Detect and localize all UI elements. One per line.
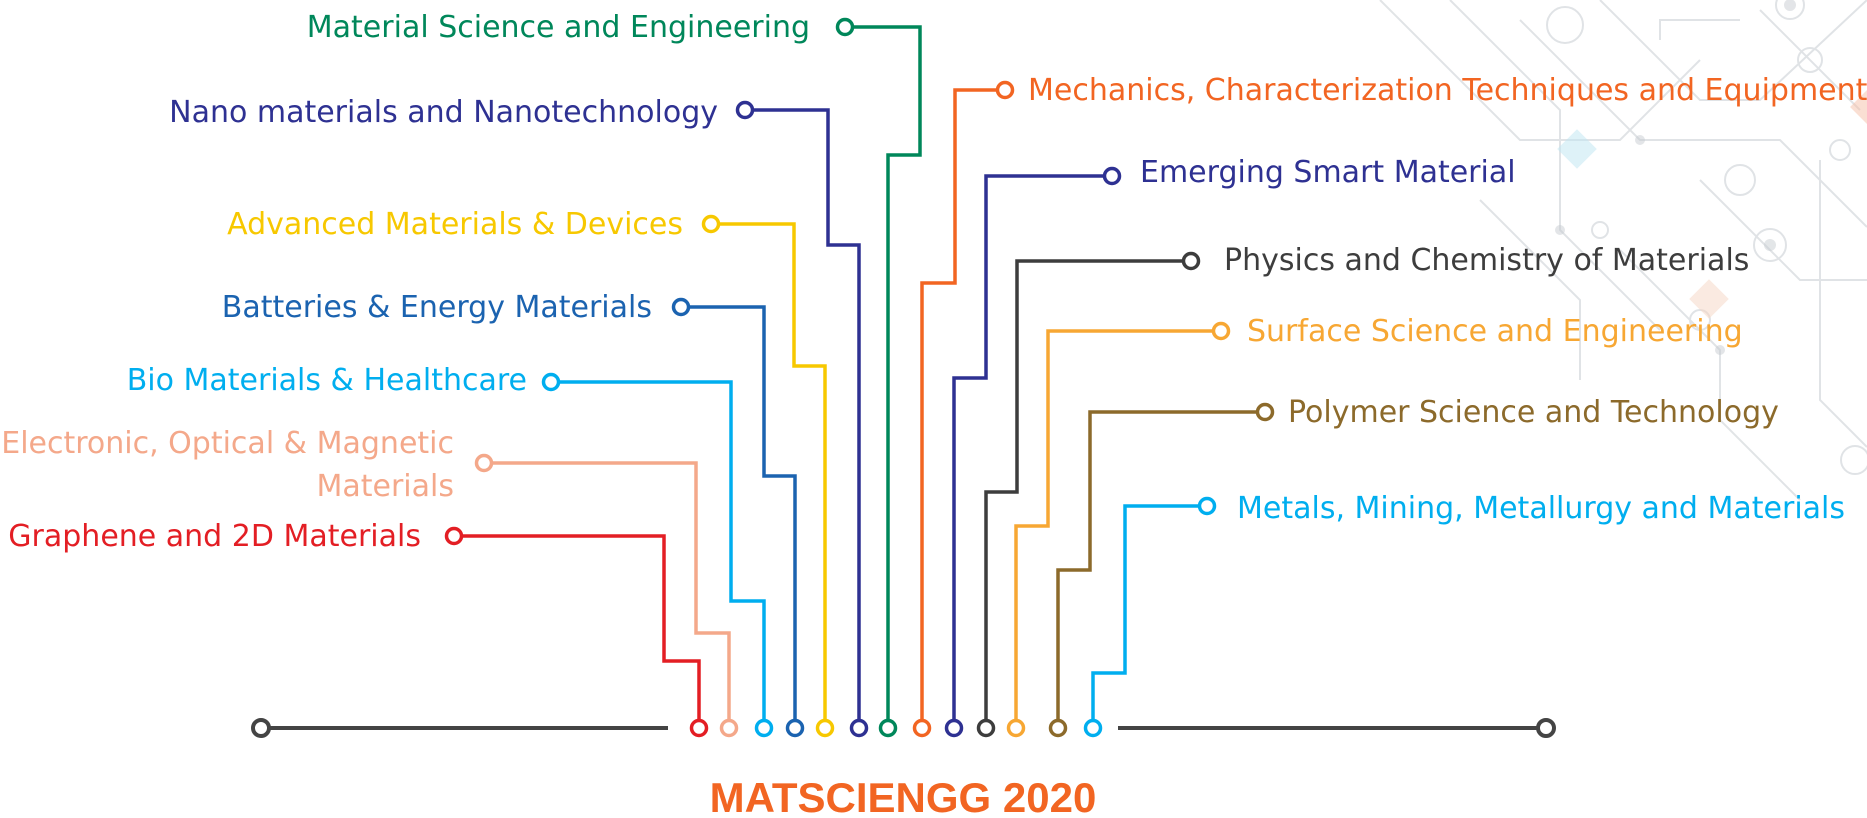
baseline-node-bio-materials: [754, 718, 774, 738]
topic-label-graphene: Graphene and 2D Materials: [8, 519, 421, 554]
baseline-right-end-node: [1536, 718, 1556, 738]
connector-graphene: [454, 534, 701, 728]
topic-node-advanced-materials: [701, 214, 721, 234]
topic-label-nano-materials: Nano materials and Nanotechnology: [169, 95, 718, 130]
topic-label-bio-materials: Bio Materials & Healthcare: [127, 363, 527, 398]
topic-label-mechanics: Mechanics, Characterization Techniques a…: [1028, 73, 1867, 108]
topic-node-nano-materials: [735, 100, 755, 120]
topic-node-material-science: [835, 17, 855, 37]
topic-label-surface-science: Surface Science and Engineering: [1247, 314, 1743, 349]
topic-label-emerging-smart: Emerging Smart Material: [1140, 155, 1516, 190]
topic-label-batteries: Batteries & Energy Materials: [222, 290, 652, 325]
connector-nano-materials: [745, 108, 861, 728]
baseline-node-metals-mining: [1083, 718, 1103, 738]
topic-node-physics-chemistry: [1181, 251, 1201, 271]
topic-label-advanced-materials: Advanced Materials & Devices: [227, 207, 683, 242]
topic-node-metals-mining: [1197, 496, 1217, 516]
connector-polymer-science: [1056, 410, 1265, 728]
baseline-node-polymer-science: [1048, 718, 1068, 738]
topic-node-polymer-science: [1255, 402, 1275, 422]
baseline-node-advanced-materials: [815, 718, 835, 738]
connector-surface-science: [1014, 329, 1221, 728]
topic-node-bio-materials: [541, 372, 561, 392]
connector-emerging-smart: [952, 174, 1112, 728]
topic-node-mechanics: [995, 80, 1015, 100]
connector-material-science: [845, 25, 922, 728]
baseline-left-end-node: [251, 718, 271, 738]
connector-physics-chemistry: [984, 259, 1191, 728]
topic-label-metals-mining: Metals, Mining, Metallurgy and Materials: [1237, 491, 1845, 526]
topic-node-surface-science: [1211, 321, 1231, 341]
topic-node-emerging-smart: [1102, 166, 1122, 186]
baseline-node-emerging-smart: [944, 718, 964, 738]
topic-label-physics-chemistry: Physics and Chemistry of Materials: [1224, 243, 1749, 278]
baseline-node-graphene: [689, 718, 709, 738]
event-title: MATSCIENGG 2020: [710, 774, 1097, 818]
connector-metals-mining: [1091, 504, 1207, 728]
topic-node-electronic-optical: [474, 453, 494, 473]
connector-bio-materials: [551, 380, 766, 728]
topic-label-material-science: Material Science and Engineering: [307, 10, 810, 45]
topic-label-polymer-science: Polymer Science and Technology: [1288, 395, 1779, 430]
topic-node-graphene: [444, 526, 464, 546]
topic-label-electronic-optical-line1: Electronic, Optical & Magnetic: [1, 426, 454, 461]
baseline-node-material-science: [878, 718, 898, 738]
baseline-node-batteries: [785, 718, 805, 738]
connector-advanced-materials: [711, 222, 827, 728]
topic-label-electronic-optical-line2: Materials: [316, 469, 454, 504]
baseline-node-electronic-optical: [719, 718, 739, 738]
baseline-node-surface-science: [1006, 718, 1026, 738]
baseline-node-mechanics: [912, 718, 932, 738]
baseline-node-physics-chemistry: [976, 718, 996, 738]
connector-electronic-optical: [484, 461, 731, 728]
topic-node-batteries: [671, 297, 691, 317]
connector-mechanics: [920, 88, 1005, 728]
connector-batteries: [681, 305, 797, 728]
baseline-node-nano-materials: [849, 718, 869, 738]
circuit-background: [1379, 0, 1867, 501]
